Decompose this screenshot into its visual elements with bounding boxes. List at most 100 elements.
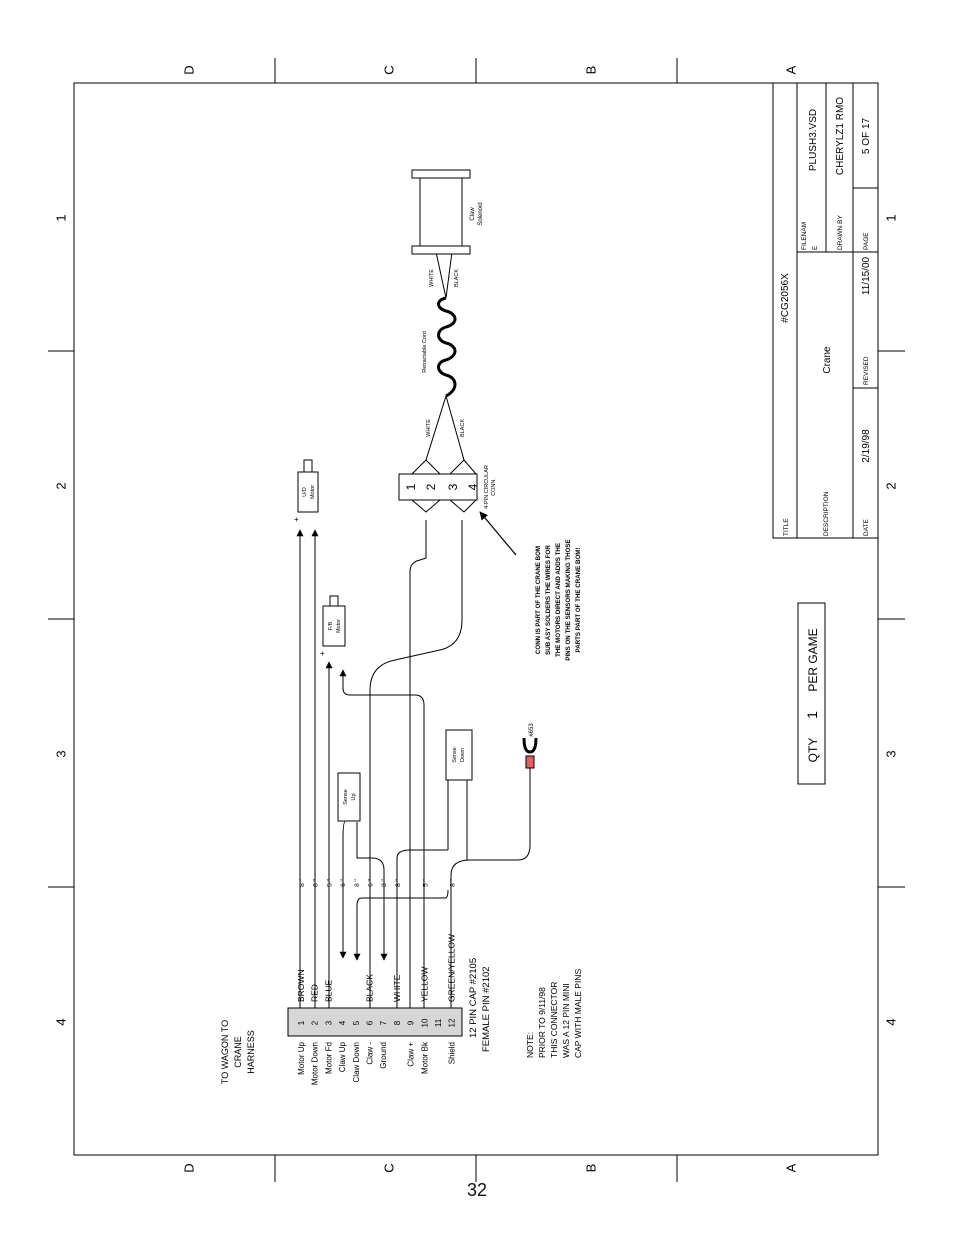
pin-number: 1 bbox=[297, 1020, 306, 1025]
zone-label-top-c: C bbox=[381, 65, 396, 74]
description-label: DESCRIPTION bbox=[823, 491, 830, 536]
claw-solenoid-label-2: Solenoid bbox=[478, 202, 484, 225]
page-number: 32 bbox=[466, 1180, 488, 1200]
date-value: 2/19/98 bbox=[861, 429, 872, 463]
qty-suffix: PER GAME bbox=[806, 628, 820, 691]
circular-connector-label-1: 4-PIN CIRCULAR bbox=[484, 465, 490, 509]
circular-connector bbox=[398, 473, 478, 501]
zone-label-bottom-a: A bbox=[783, 1163, 798, 1172]
conn-note-line: SUB ASY SOLDERS THE WIRES FOR bbox=[545, 545, 552, 655]
claw-solenoid-bottom-flange bbox=[411, 245, 471, 255]
pin-function-label: Claw Down bbox=[352, 1042, 361, 1082]
conn-note-line: THE MOTORS DIRECT AND ADDS THE bbox=[555, 543, 562, 657]
pin-number: 5 bbox=[352, 1020, 361, 1025]
pin-wire-length: 8 " bbox=[395, 878, 402, 886]
note-line-2: PRIOR TO 9/11/98 bbox=[537, 987, 547, 1058]
date-label: DATE bbox=[863, 518, 870, 536]
sense-up-label-2: Up bbox=[351, 793, 357, 800]
pin-number: 6 bbox=[366, 1020, 375, 1025]
title-label: TITLE bbox=[783, 518, 790, 536]
pin-function-label: Motor Fd bbox=[324, 1042, 333, 1074]
zone-label-top-d: D bbox=[181, 65, 196, 74]
fb-motor-label-1: F/B bbox=[328, 621, 334, 630]
pin-function-label: Claw + bbox=[407, 1042, 416, 1067]
revised-value: 11/15/00 bbox=[861, 256, 872, 295]
lug-terminal bbox=[525, 755, 535, 769]
page-value: 5 OF 17 bbox=[861, 118, 872, 155]
pin-number: 12 bbox=[448, 1018, 457, 1027]
pin-wire-length: 5 " bbox=[422, 878, 429, 886]
pin-wire-length: 8 " bbox=[354, 878, 361, 886]
title-block bbox=[772, 82, 879, 539]
qty-value: 1 bbox=[804, 711, 820, 719]
zone-label-left-2: 2 bbox=[53, 482, 68, 489]
zone-label-right-1: 1 bbox=[883, 214, 898, 221]
sense-up-label-1: Sense bbox=[343, 789, 349, 805]
circular-connector-label-2: CONN. bbox=[491, 478, 497, 496]
ud-motor-label-2: Motor bbox=[310, 485, 316, 499]
drawnby-value: CHERYLZ1 RMO bbox=[835, 97, 846, 175]
harness-label-2: CRANE bbox=[233, 1036, 243, 1068]
filename-label-2: E bbox=[812, 245, 819, 250]
pin-number: 11 bbox=[434, 1018, 443, 1027]
pin-number: 10 bbox=[420, 1018, 429, 1027]
fb-motor-plus: + bbox=[320, 649, 325, 658]
pin-wire-length: 6 " bbox=[368, 878, 375, 886]
lug-fork bbox=[522, 737, 538, 754]
filename-label: FILENAM bbox=[801, 222, 808, 250]
retractable-cord bbox=[437, 296, 457, 398]
pin-wire-length: 5 " bbox=[326, 878, 333, 886]
coil-white-label: WHITE bbox=[426, 419, 432, 437]
circular-pin-number: 1 bbox=[404, 483, 418, 490]
zone-label-bottom-c: C bbox=[381, 1163, 396, 1172]
circular-pin-number: 2 bbox=[424, 483, 438, 490]
fb-motor-label-2: Motor bbox=[336, 619, 342, 633]
pin-wire-length: 8 " bbox=[313, 878, 320, 886]
pin-wire-color: GREEN/YELLOW bbox=[447, 934, 457, 1002]
description-value: Crane bbox=[822, 346, 833, 374]
zone-label-left-3: 3 bbox=[53, 750, 68, 757]
coil-wires bbox=[425, 395, 465, 461]
sense-up-box bbox=[337, 772, 361, 822]
harness-label-3: HARNESS bbox=[246, 1030, 256, 1074]
conn-note-arrow bbox=[479, 511, 517, 556]
pin-wire-color: BROWN bbox=[296, 969, 306, 1002]
solenoid-white-label: WHITE bbox=[429, 269, 435, 287]
note-line-1: NOTE: bbox=[525, 1032, 535, 1058]
conn-note-line: PARTS PART OF THE CRANE BOM! bbox=[575, 548, 582, 653]
wire-runs bbox=[296, 520, 531, 1008]
revised-label: REVISED bbox=[863, 356, 870, 385]
pin-number: 7 bbox=[379, 1020, 388, 1025]
pin-wire-color: BLUE bbox=[323, 979, 333, 1002]
cap-text-1: 12 PIN CAP #2105 bbox=[468, 958, 479, 1038]
zone-label-right-2: 2 bbox=[883, 482, 898, 489]
pin-function-label: Motor Up bbox=[297, 1041, 306, 1074]
pin-wire-length: 8 " bbox=[450, 878, 457, 886]
fb-motor-shaft bbox=[329, 595, 339, 607]
retractable-cord-label: Retractable Cord bbox=[422, 331, 428, 373]
pin-wire-length: 6 " bbox=[340, 878, 347, 886]
solenoid-black-label: BLACK bbox=[454, 269, 460, 287]
ud-motor-label-1: U/D bbox=[302, 487, 308, 497]
conn-note-line: CONN IS PART OF THE CRANE BOM bbox=[535, 546, 542, 654]
note-line-5: CAP WITH MALE PINS bbox=[573, 969, 583, 1058]
zone-label-left-1: 1 bbox=[53, 214, 68, 221]
note-line-3: THIS CONNECTOR bbox=[549, 982, 559, 1058]
qty-box bbox=[797, 602, 826, 785]
title-value: #CG2056X bbox=[780, 273, 791, 323]
harness-label-1: TO WAGON TO bbox=[220, 1020, 230, 1084]
page-label: PAGE bbox=[863, 232, 870, 250]
zone-label-right-3: 3 bbox=[883, 750, 898, 757]
pin-function-label: Motor Down bbox=[311, 1042, 320, 1085]
ud-motor-plus: + bbox=[294, 515, 299, 524]
claw-solenoid bbox=[419, 177, 463, 251]
pin-function-label: Motor Bk bbox=[420, 1041, 429, 1074]
pin-number: 8 bbox=[393, 1020, 402, 1025]
qty-prefix: QTY bbox=[806, 738, 820, 763]
pin-function-label: Shield bbox=[448, 1042, 457, 1064]
circular-pin-number: 4 bbox=[466, 483, 480, 490]
sense-down-label-1: Sense bbox=[452, 747, 458, 763]
